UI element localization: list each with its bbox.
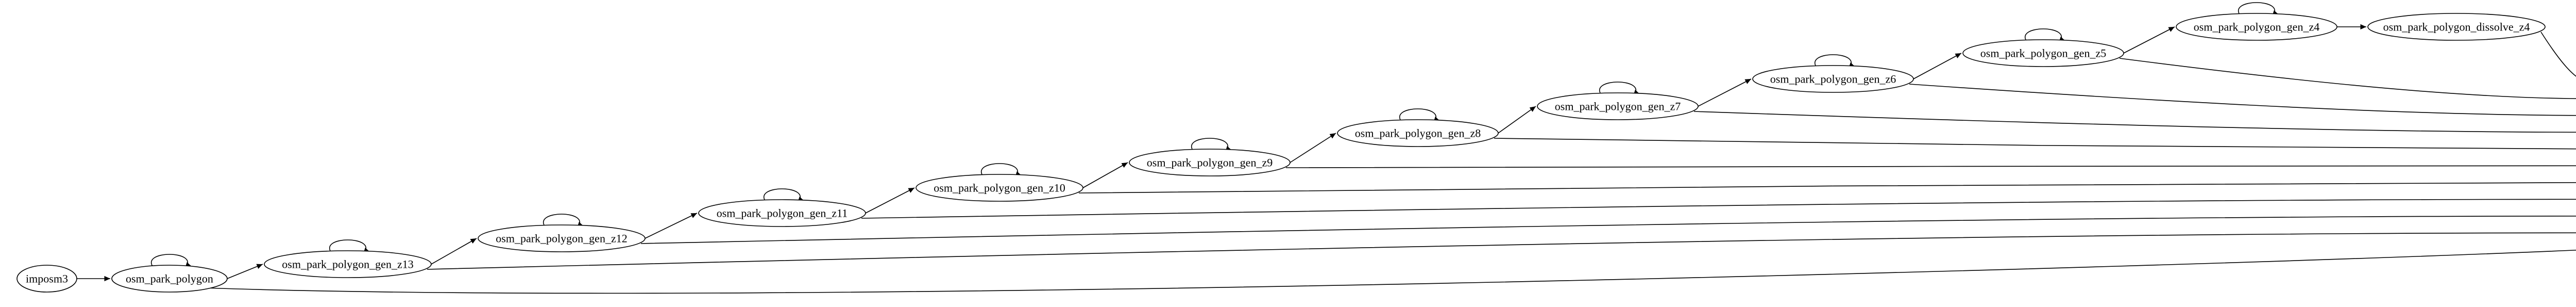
edge-gen_z9-to-row-z9 bbox=[1285, 165, 2576, 168]
edge-gen_z5-to-row-z5 bbox=[2119, 58, 2576, 99]
self-loop-gen_z9 bbox=[1191, 138, 1231, 153]
node-gen_z6-shape bbox=[1752, 65, 1914, 93]
node-dissolve_z4: osm_park_polygon_dissolve_z4 bbox=[2367, 13, 2546, 41]
edge-gen_z8-to-gen_z7 bbox=[1498, 106, 1536, 134]
node-dissolve_z4-shape bbox=[2367, 13, 2546, 41]
node-gen_z13-shape bbox=[264, 250, 432, 278]
self-loop-gen_z10 bbox=[980, 163, 1021, 178]
edge-gen_z12-to-gen_z11 bbox=[645, 213, 698, 239]
node-gen_z8-shape bbox=[1337, 119, 1499, 147]
node-gen_z6-label: osm_park_polygon_gen_z6 bbox=[1770, 73, 1896, 86]
node-gen_z5: osm_park_polygon_gen_z5 bbox=[1962, 39, 2124, 67]
self-loop-gen_z8 bbox=[1399, 108, 1439, 123]
edge-gen_z12-to-row-z12 bbox=[640, 215, 2576, 244]
edge-dissolve_z4-to-row-z4 bbox=[2540, 31, 2576, 77]
node-gen_z12-shape bbox=[478, 224, 646, 252]
edge-gen_z6-to-gen_z5 bbox=[1913, 53, 1962, 79]
edge-gen_z11-to-row-z11 bbox=[861, 199, 2576, 219]
node-gen_z11-shape bbox=[698, 199, 866, 227]
self-loop-gen_z7 bbox=[1599, 82, 1639, 96]
edge-gen_z10-to-gen_z9 bbox=[1082, 162, 1128, 188]
edge-gen_z8-to-row-z8 bbox=[1494, 138, 2576, 150]
node-imposm3: imposm3 bbox=[16, 265, 77, 293]
edge-gen_z5-to-gen_z4 bbox=[2123, 26, 2175, 54]
node-gen_z8: osm_park_polygon_gen_z8 bbox=[1337, 119, 1499, 147]
self-loop-gen_z12 bbox=[543, 214, 583, 229]
node-gen_z9: osm_park_polygon_gen_z9 bbox=[1129, 149, 1291, 176]
node-gen_z5-label: osm_park_polygon_gen_z5 bbox=[1980, 47, 2106, 60]
self-loop-gen_z5 bbox=[2024, 28, 2065, 43]
self-loop-gen_z11 bbox=[763, 188, 804, 203]
node-gen_z12-label: osm_park_polygon_gen_z12 bbox=[496, 232, 627, 245]
edge-gen_z11-to-gen_z10 bbox=[865, 187, 915, 214]
self-loops-layer bbox=[150, 2, 2278, 269]
edge-gen_z13-to-gen_z12 bbox=[431, 238, 477, 265]
edges-layer bbox=[77, 24, 2576, 294]
node-gen_z11: osm_park_polygon_gen_z11 bbox=[698, 199, 866, 227]
nodes-layer: imposm3 osm_park_polygon osm_park_polygon_… bbox=[16, 13, 2546, 293]
edge-osm_park_polygon-to-gen_z13 bbox=[227, 264, 263, 279]
node-imposm3-shape bbox=[16, 265, 77, 293]
node-gen_z13-label: osm_park_polygon_gen_z13 bbox=[282, 258, 413, 271]
node-imposm3-label: imposm3 bbox=[26, 272, 68, 285]
node-gen_z13: osm_park_polygon_gen_z13 bbox=[264, 250, 432, 278]
node-gen_z11-label: osm_park_polygon_gen_z11 bbox=[717, 207, 848, 220]
node-gen_z12: osm_park_polygon_gen_z12 bbox=[478, 224, 646, 252]
edge-gen_z6-to-row-z6 bbox=[1909, 84, 2576, 116]
node-gen_z5-shape bbox=[1962, 39, 2124, 67]
edge-gen_z7-to-row-z7 bbox=[1693, 111, 2576, 133]
node-gen_z10: osm_park_polygon_gen_z10 bbox=[916, 174, 1083, 202]
node-gen_z7-label: osm_park_polygon_gen_z7 bbox=[1555, 100, 1681, 113]
edge-gen_z13-to-row-z13 bbox=[427, 232, 2576, 270]
edge-gen_z7-to-gen_z6 bbox=[1698, 78, 1752, 107]
self-loop-gen_z4 bbox=[2238, 2, 2278, 17]
self-loop-gen_z13 bbox=[329, 239, 369, 254]
node-gen_z4-label: osm_park_polygon_gen_z4 bbox=[2194, 21, 2319, 34]
node-osm_park_polygon: osm_park_polygon bbox=[111, 265, 228, 293]
node-gen_z7: osm_park_polygon_gen_z7 bbox=[1537, 92, 1699, 120]
node-gen_z6: osm_park_polygon_gen_z6 bbox=[1752, 65, 1914, 93]
edge-gen_z10-to-row-z10 bbox=[1078, 182, 2576, 193]
node-gen_z10-shape bbox=[916, 174, 1083, 202]
node-dissolve_z4-label: osm_park_polygon_dissolve_z4 bbox=[2383, 21, 2530, 34]
node-gen_z9-label: osm_park_polygon_gen_z9 bbox=[1147, 156, 1273, 169]
node-gen_z10-label: osm_park_polygon_gen_z10 bbox=[934, 182, 1065, 195]
node-gen_z7-shape bbox=[1537, 92, 1699, 120]
node-gen_z4-shape bbox=[2176, 13, 2337, 41]
node-osm_park_polygon-label: osm_park_polygon bbox=[126, 272, 213, 285]
self-loop-gen_z6 bbox=[1814, 54, 1855, 69]
edge-gen_z9-to-gen_z8 bbox=[1290, 133, 1336, 163]
self-loop-osm_park_polygon bbox=[150, 254, 191, 269]
node-gen_z8-label: osm_park_polygon_gen_z8 bbox=[1355, 127, 1481, 140]
node-gen_z4: osm_park_polygon_gen_z4 bbox=[2176, 13, 2337, 41]
node-osm_park_polygon-shape bbox=[111, 265, 228, 293]
node-gen_z9-shape bbox=[1129, 149, 1291, 176]
edge-osm_park_polygon-to-row-z14+ bbox=[205, 250, 2576, 294]
